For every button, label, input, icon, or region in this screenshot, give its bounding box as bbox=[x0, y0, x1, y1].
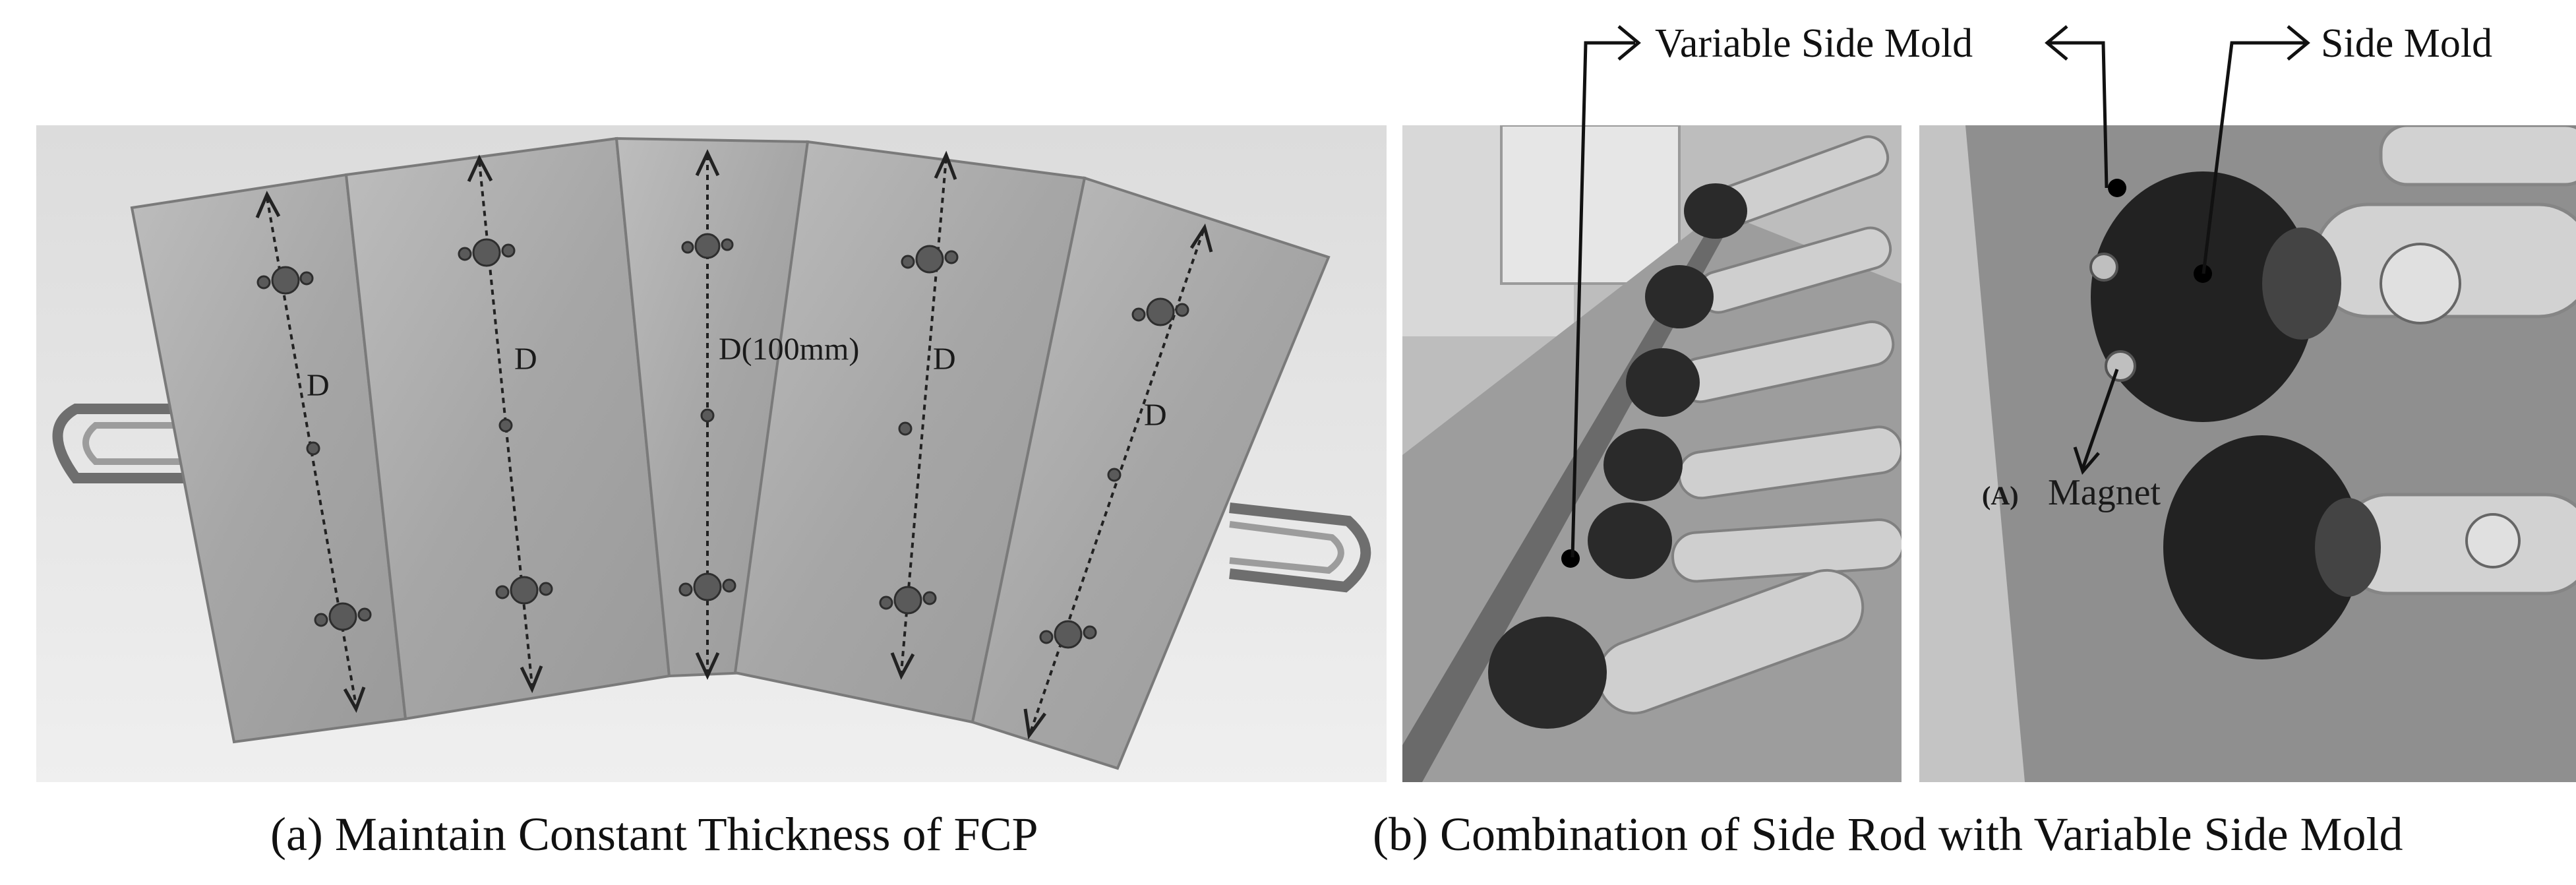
label-d-1: D bbox=[307, 368, 330, 403]
photo-side-mold-closeup: (A) Magnet bbox=[1919, 125, 2576, 782]
photo-side-rods bbox=[1402, 125, 1902, 782]
magnet-marker: (A) bbox=[1982, 481, 2019, 510]
magnet-label: Magnet bbox=[2048, 472, 2161, 513]
label-d-5: D bbox=[1144, 398, 1167, 433]
caption-panel-a: (a) Maintain Constant Thickness of FCP bbox=[270, 808, 1038, 861]
label-d-2: D bbox=[514, 342, 537, 377]
photo-fcp-plates: D D D(100mm) D D bbox=[36, 125, 1387, 782]
caption-panel-b: (b) Combination of Side Rod with Variabl… bbox=[1373, 808, 2403, 861]
callout-variable-side-mold: Variable Side Mold bbox=[1655, 21, 1973, 66]
callout-side-mold: Side Mold bbox=[2321, 21, 2492, 66]
label-d-4: D bbox=[933, 342, 956, 377]
label-d-3: D(100mm) bbox=[719, 332, 859, 367]
